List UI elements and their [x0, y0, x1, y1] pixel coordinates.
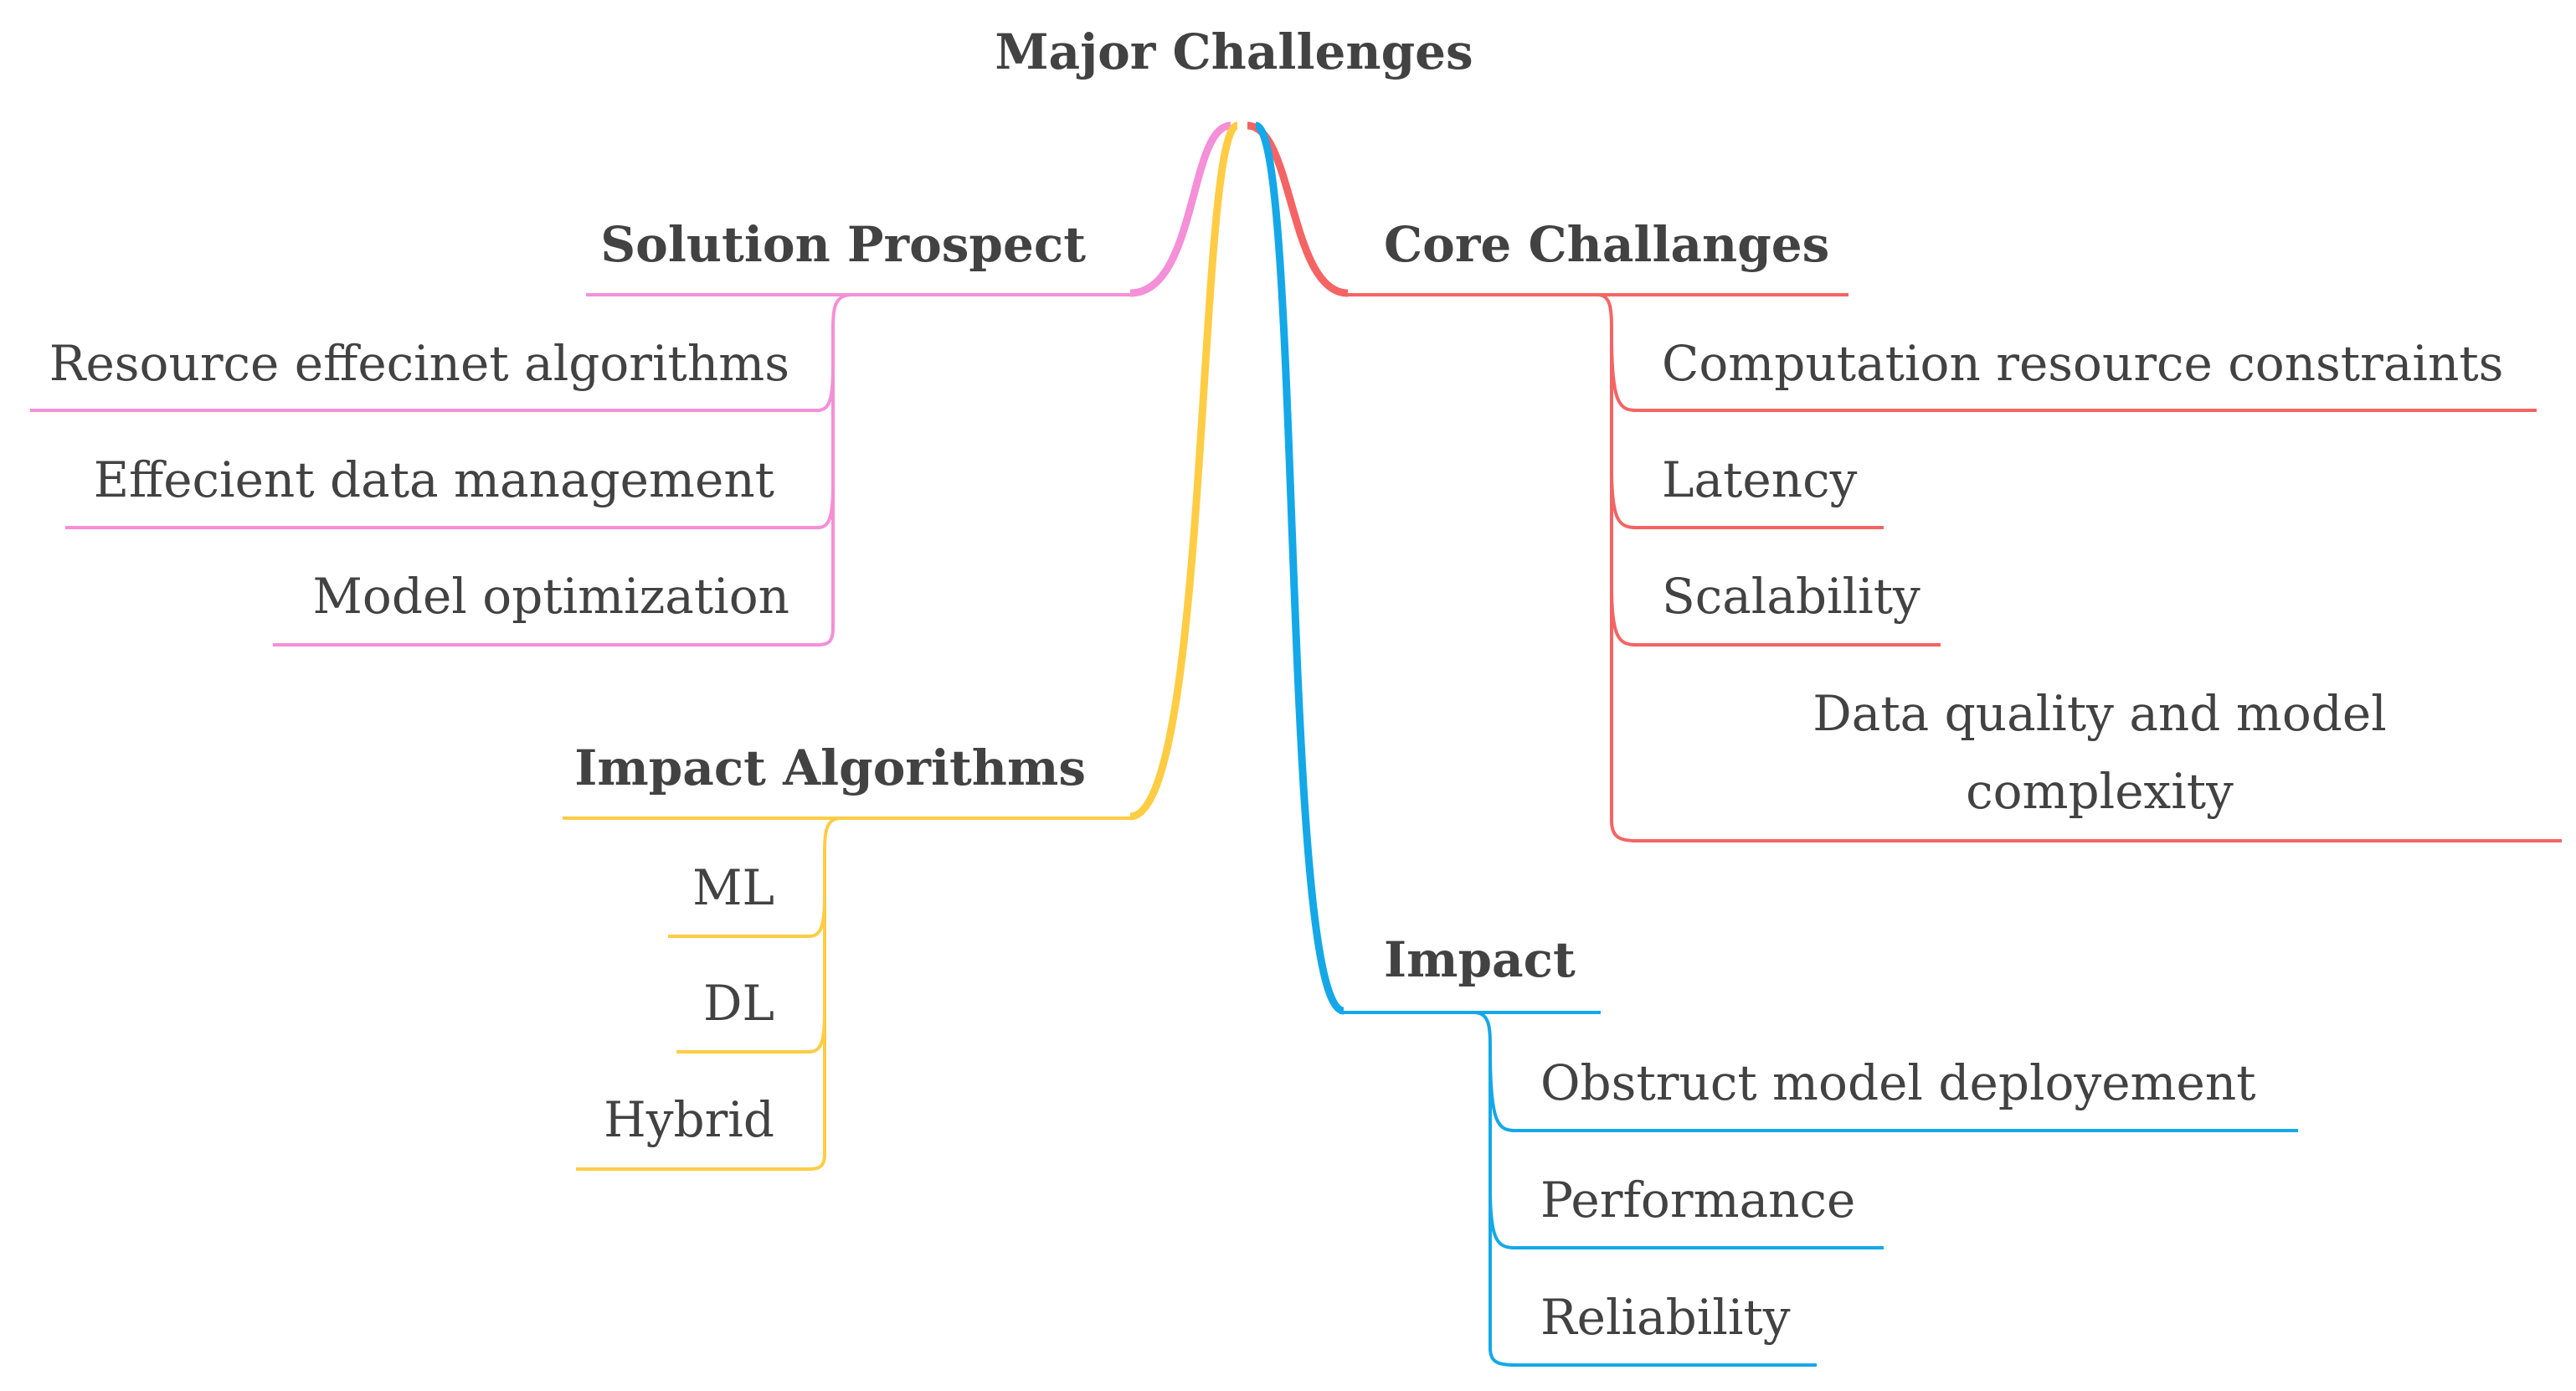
trunk-solution-prospect — [1129, 121, 1231, 297]
trunk-impact — [1253, 121, 1345, 1015]
connector — [807, 895, 826, 938]
connector — [1610, 468, 1638, 529]
leaf-label-line: complexity — [1966, 763, 2234, 820]
leaf-label: Performance — [1540, 1172, 1855, 1229]
trunk-core-challanges — [1247, 121, 1349, 297]
leaf-label: Resource effecinet algorithms — [49, 335, 789, 392]
connector — [815, 293, 853, 647]
connector — [807, 817, 842, 1171]
leaf-label: Obstruct model deployement — [1540, 1054, 2256, 1111]
branch-solution-prospect: Solution Prospect Resource effecinet alg… — [30, 216, 1134, 647]
leaf-label: Reliability — [1540, 1289, 1791, 1346]
branch-impact-algorithms: Impact Algorithms ML DL Hybrid — [563, 739, 1134, 1171]
branch-title-core-challanges: Core Challanges — [1384, 216, 1829, 273]
trunk-impact-algorithms — [1129, 121, 1240, 821]
branch-title-impact: Impact — [1384, 931, 1576, 988]
connector — [807, 1012, 826, 1054]
connector — [1597, 293, 1638, 842]
leaf-label: DL — [703, 975, 774, 1032]
leaf-label: Computation resource constraints — [1662, 335, 2503, 392]
branch-core-challanges: Core Challanges Computation resource con… — [1344, 216, 2562, 842]
connector — [1473, 1011, 1516, 1367]
leaf-label-multiline: Data quality and model complexity — [1812, 685, 2387, 820]
leaf-label: Scalability — [1662, 568, 1920, 625]
connector — [1489, 1050, 1516, 1132]
connector — [1489, 1188, 1516, 1249]
branch-title-impact-algorithms: Impact Algorithms — [574, 739, 1086, 796]
leaf-label: Latency — [1662, 451, 1858, 508]
connector — [1610, 334, 1638, 412]
leaf-label: Hybrid — [604, 1091, 774, 1148]
connector — [1610, 585, 1638, 647]
leaf-label: ML — [692, 859, 774, 916]
connector — [815, 485, 835, 529]
branch-title-solution-prospect: Solution Prospect — [600, 216, 1086, 273]
branch-impact: Impact Obstruct model deployement Perfor… — [1339, 931, 2298, 1367]
leaf-label: Effecient data management — [94, 451, 774, 508]
leaf-label-line: Data quality and model — [1812, 685, 2387, 742]
leaf-label: Model optimization — [313, 568, 789, 625]
connector — [815, 368, 835, 412]
root-title: Major Challenges — [995, 23, 1473, 80]
